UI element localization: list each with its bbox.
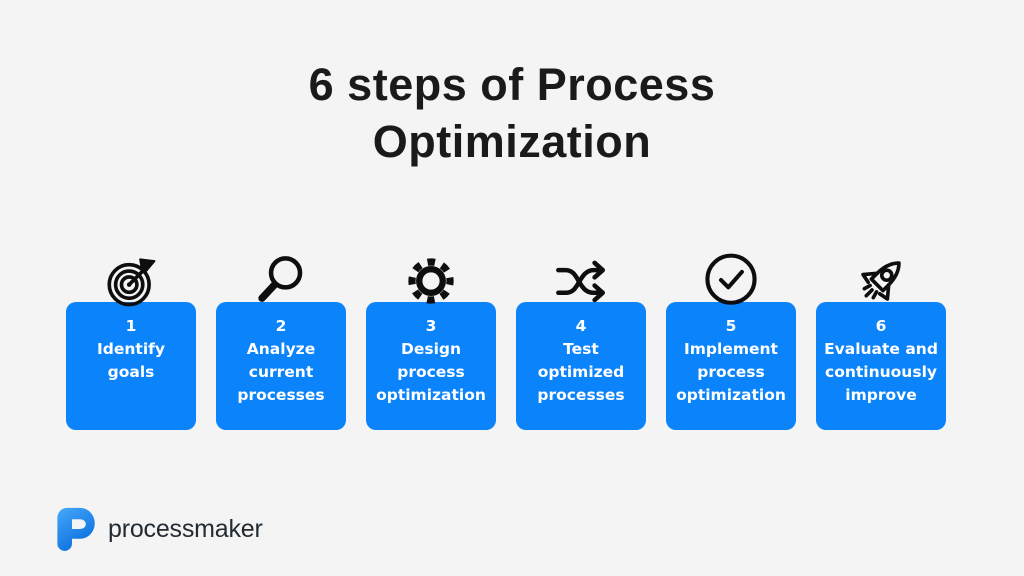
- step-card: 1 Identify goals: [66, 302, 196, 430]
- step-label: Identify goals: [97, 340, 165, 381]
- step-card-4: 4 Test optimized processes: [516, 260, 646, 430]
- magnifier-icon: [252, 252, 310, 310]
- step-label: Analyze current processes: [237, 340, 325, 404]
- step-card: 6 Evaluate and continuously improve: [816, 302, 946, 430]
- step-card: 4 Test optimized processes: [516, 302, 646, 430]
- step-label: Implement process optimization: [676, 340, 786, 404]
- step-card: 3 Design process optimization: [366, 302, 496, 430]
- page-title: 6 steps of Process Optimization: [0, 56, 1024, 170]
- rocket-icon: [852, 252, 910, 310]
- step-card-3: 3 Design process optimization: [366, 258, 496, 430]
- title-line-2: Optimization: [372, 116, 652, 167]
- step-card: 2 Analyze current processes: [216, 302, 346, 430]
- step-number: 2: [275, 317, 287, 335]
- steps-row: 1 Identify goals 2 Analyze current proce…: [66, 253, 946, 430]
- step-number: 3: [425, 317, 437, 335]
- step-number: 5: [725, 317, 737, 335]
- step-label: Design process optimization: [376, 340, 486, 404]
- step-card-6: 6 Evaluate and continuously improve: [816, 261, 946, 430]
- shuffle-arrows-icon: [552, 252, 610, 310]
- step-label: Evaluate and continuously improve: [824, 340, 938, 404]
- brand-footer: processmaker: [46, 503, 263, 555]
- step-label: Test optimized processes: [537, 340, 625, 404]
- step-number: 6: [875, 317, 887, 335]
- gear-icon: [402, 252, 460, 310]
- target-icon: [102, 252, 160, 310]
- step-card-5: 5 Implement process optimization: [666, 253, 796, 430]
- brand-name: processmaker: [108, 514, 263, 543]
- processmaker-logo-icon: [57, 507, 95, 551]
- check-circle-icon: [702, 252, 760, 310]
- step-number: 4: [575, 317, 587, 335]
- step-card-1: 1 Identify goals: [66, 258, 196, 430]
- step-card-2: 2 Analyze current processes: [216, 256, 346, 430]
- step-number: 1: [125, 317, 137, 335]
- step-card: 5 Implement process optimization: [666, 302, 796, 430]
- title-line-1: 6 steps of Process: [308, 59, 716, 110]
